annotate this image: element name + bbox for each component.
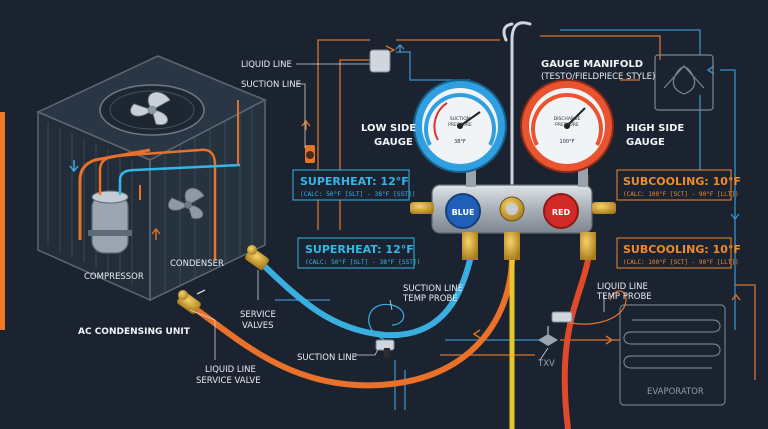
compressor-icon <box>88 190 132 254</box>
low-side-label-1: LOW SIDE <box>361 123 416 134</box>
red-knob[interactable]: RED <box>543 193 579 229</box>
condenser-label: CONDENSER <box>170 259 224 269</box>
suction-probe-label-1: SUCTION LINE <box>403 284 463 294</box>
liquid-line-label: LIQUID LINE <box>241 60 292 70</box>
subcooling-callout-1: SUBCOOLING: 10°F (CALC: 100°F [SCT] - 90… <box>616 169 741 201</box>
red-knob-label: RED <box>552 208 571 217</box>
indoor-coil-icon <box>654 54 714 111</box>
subcooling-1-title: SUBCOOLING: 10°F <box>623 175 741 188</box>
txv-valve <box>538 326 558 346</box>
unit-label: AC CONDENSING UNIT <box>78 327 191 337</box>
liquid-probe-label-2: TEMP PROBE <box>596 292 652 302</box>
service-valves-label-1: SERVICE <box>240 310 276 320</box>
superheat-callout-2: SUPERHEAT: 12°F (CALC: 50°F [SLT] - 38°F… <box>297 237 420 269</box>
evaporator-label: EVAPORATOR <box>647 387 704 397</box>
subcooling-callout-2: SUBCOOLING: 10°F (CALC: 100°F [SCT] - 90… <box>616 237 741 269</box>
temp-probes <box>368 290 627 358</box>
service-valves-label-2: VALVES <box>242 321 273 331</box>
high-gauge-face-2: PRESSURE <box>555 122 579 128</box>
superheat-callout-1: SUPERHEAT: 12°F (CALC: 50°F [SLT] - 38°F… <box>292 169 415 201</box>
condenser-fan-icon <box>167 187 205 220</box>
blue-knob[interactable]: BLUE <box>445 193 481 229</box>
service-valves <box>177 245 269 314</box>
liquid-service-valve-label-1: LIQUID LINE <box>205 365 256 375</box>
high-gauge-face-1: DISCHARGE <box>554 116 581 122</box>
manifold-label-1: GAUGE MANIFOLD <box>541 59 643 70</box>
suction-line-bottom-label: SUCTION LINE <box>297 353 357 363</box>
leader-lines <box>189 63 605 361</box>
low-gauge-face-2: PRESSURE <box>448 122 472 128</box>
liquid-service-valve-label-2: SERVICE VALVE <box>196 376 261 386</box>
manifold-label-2: (TESTO/FIELDPIECE STYLE) <box>541 72 655 82</box>
txv-label: TXV <box>537 359 555 369</box>
high-gauge-face-3: 100°F <box>560 139 575 145</box>
suction-probe-label-2: TEMP PROBE <box>402 294 458 304</box>
subcooling-1-calc: (CALC: 100°F [SCT] - 90°F [LLT]) <box>623 191 739 198</box>
accent-bar <box>0 112 5 330</box>
liquid-probe-label-1: LIQUID LINE <box>597 282 648 292</box>
low-gauge-face-1: SUCTION <box>450 116 470 122</box>
evaporator <box>619 304 726 406</box>
superheat-1-calc: (CALC: 50°F [SLT] - 38°F [SST]) <box>300 190 415 198</box>
subcooling-2-calc: (CALC: 100°F [SCT] - 90°F [LLT]) <box>623 259 739 266</box>
suction-line-top-label: SUCTION LINE <box>241 80 301 90</box>
flow-arrows <box>196 44 741 345</box>
ac-condensing-unit <box>36 55 267 302</box>
subcooling-2-title: SUBCOOLING: 10°F <box>623 243 741 256</box>
high-side-label-2: GAUGE <box>626 137 665 148</box>
low-side-gauge: SUCTION PRESSURE 38°F <box>413 79 507 173</box>
superheat-2-title: SUPERHEAT: 12°F <box>305 243 414 256</box>
compressor-label: COMPRESSOR <box>84 272 144 282</box>
blue-knob-label: BLUE <box>452 208 475 217</box>
superheat-1-title: SUPERHEAT: 12°F <box>300 175 409 188</box>
fan-icon <box>130 91 171 126</box>
high-side-label-1: HIGH SIDE <box>626 123 684 134</box>
line-fittings <box>305 49 391 163</box>
low-gauge-face-3: 38°F <box>454 139 466 145</box>
high-side-gauge: DISCHARGE PRESSURE 100°F <box>520 79 614 173</box>
superheat-2-calc: (CALC: 50°F [SLT] - 38°F [SST]) <box>305 258 420 266</box>
low-side-label-2: GAUGE <box>374 137 413 148</box>
